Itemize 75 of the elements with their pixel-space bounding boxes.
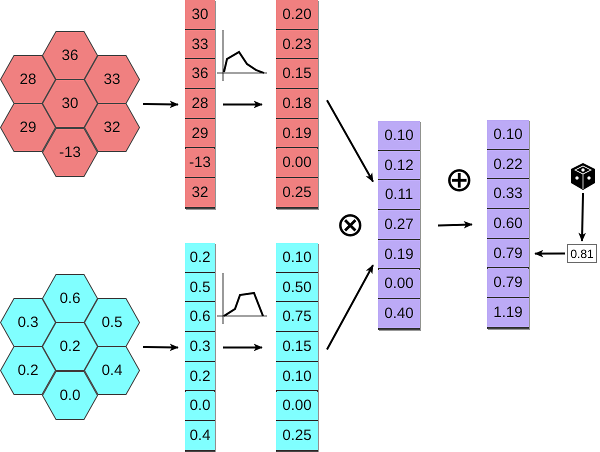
vector-column bbox=[276, 243, 318, 452]
dice-icon bbox=[571, 163, 595, 190]
hex-cell: 32 bbox=[84, 103, 140, 152]
vector-cell: 0.10 bbox=[276, 362, 318, 392]
vector-cell: -13 bbox=[185, 148, 215, 178]
vector-cell: 0.10 bbox=[276, 243, 318, 273]
vector-cell: 0.25 bbox=[276, 178, 318, 208]
vector-cell: 0.40 bbox=[378, 299, 420, 329]
vector-cell: 0.19 bbox=[378, 240, 420, 270]
vector-cell: 0.3 bbox=[185, 332, 215, 362]
vector-cell: 1.19 bbox=[487, 298, 529, 328]
arrow bbox=[438, 220, 473, 228]
value-box: 0.81 bbox=[567, 244, 597, 263]
vector-cell: 0.5 bbox=[185, 272, 215, 302]
vector-column bbox=[185, 243, 215, 452]
hex-cell: 29 bbox=[0, 103, 56, 152]
vector-cell: 32 bbox=[185, 178, 215, 208]
vector-cell: 0.50 bbox=[276, 272, 318, 302]
vector-cell: 33 bbox=[185, 30, 215, 60]
hex-cell: 0.4 bbox=[84, 346, 140, 395]
hex-cell: 28 bbox=[0, 55, 56, 104]
vector-cell: 0.79 bbox=[487, 268, 529, 298]
vector-cell: 0.00 bbox=[378, 270, 420, 300]
hex-cell: 0.3 bbox=[0, 298, 56, 347]
vector-column bbox=[276, 0, 318, 209]
vector-cell: 36 bbox=[185, 59, 215, 90]
hex-cell: 30 bbox=[42, 79, 98, 128]
hex-cell: 0.0 bbox=[42, 371, 98, 420]
arrow bbox=[326, 100, 374, 182]
arrow bbox=[578, 192, 586, 242]
vector-cell: 28 bbox=[185, 89, 215, 119]
vector-cell: 0.18 bbox=[276, 89, 318, 119]
arrow bbox=[142, 100, 179, 108]
vector-cell: 0.79 bbox=[487, 238, 529, 268]
hex-cell: 33 bbox=[84, 55, 140, 104]
vector-cell: 0.11 bbox=[378, 180, 420, 210]
vector-column bbox=[378, 121, 420, 330]
vector-cell: 0.15 bbox=[276, 332, 318, 362]
vector-column bbox=[487, 120, 529, 329]
hex-cell: 0.6 bbox=[42, 274, 98, 323]
hex-cell: 0.5 bbox=[84, 298, 140, 347]
vector-cell: 0.25 bbox=[276, 421, 318, 451]
vector-cell: 0.20 bbox=[276, 0, 318, 30]
vector-cell: 0.10 bbox=[487, 120, 529, 150]
arrow bbox=[223, 100, 263, 108]
vector-cell: 0.10 bbox=[378, 121, 420, 151]
vector-cell: 29 bbox=[185, 118, 215, 148]
vector-cell: 0.4 bbox=[185, 421, 215, 451]
arrow bbox=[534, 250, 565, 258]
arrow bbox=[142, 344, 179, 352]
vector-cell: 0.33 bbox=[487, 179, 529, 210]
vector-column bbox=[185, 0, 215, 209]
vector-cell: 0.2 bbox=[185, 243, 215, 273]
hex-cell: 0.2 bbox=[42, 322, 98, 371]
vector-cell: 30 bbox=[185, 0, 215, 30]
vector-cell: 0.75 bbox=[276, 302, 318, 332]
vector-cell: 0.60 bbox=[487, 209, 529, 239]
hex-cell: 36 bbox=[42, 31, 98, 80]
vector-cell: 0.2 bbox=[185, 362, 215, 392]
vector-cell: 0.23 bbox=[276, 30, 318, 60]
vector-cell: 0.6 bbox=[185, 302, 215, 332]
vector-cell: 0.15 bbox=[276, 59, 318, 90]
arrow bbox=[223, 344, 263, 352]
hex-cell: -13 bbox=[42, 128, 98, 177]
vector-cell: 0.0 bbox=[185, 392, 215, 422]
arrow bbox=[326, 264, 374, 350]
vector-cell: 0.19 bbox=[276, 118, 318, 148]
vector-cell: 0.00 bbox=[276, 148, 318, 178]
operator-symbol: ⊕ bbox=[445, 165, 474, 195]
hex-cell: 0.2 bbox=[0, 346, 56, 395]
operator-symbol: ⊗ bbox=[336, 210, 364, 240]
vector-cell: 0.22 bbox=[487, 150, 529, 180]
vector-cell: 0.00 bbox=[276, 392, 318, 422]
vector-cell: 0.12 bbox=[378, 150, 420, 180]
vector-cell: 0.27 bbox=[378, 210, 420, 240]
